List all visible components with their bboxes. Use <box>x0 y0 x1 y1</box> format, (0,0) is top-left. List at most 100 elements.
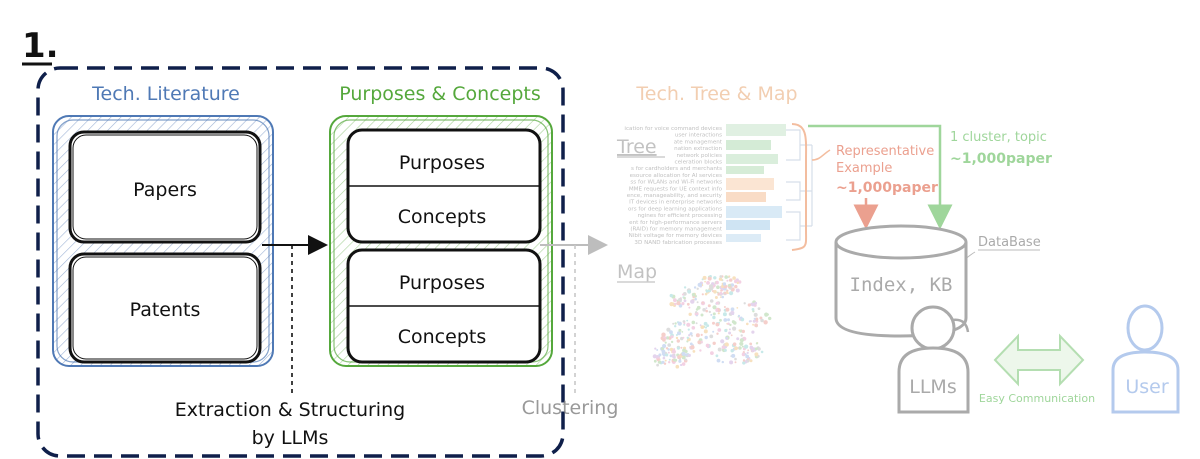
map-dot <box>654 347 657 350</box>
map-dot <box>663 362 667 365</box>
map-dot <box>753 317 756 320</box>
tree-line: Nibit voltage for memory devices <box>629 233 722 239</box>
map-dot <box>715 322 720 327</box>
map-dot <box>754 323 758 328</box>
map-dot <box>729 291 734 296</box>
map-dot <box>713 276 717 280</box>
stage-one-frame <box>36 66 565 458</box>
map-dot <box>719 275 723 278</box>
cluster-map <box>652 275 772 369</box>
map-dot <box>717 292 720 295</box>
map-dot <box>704 280 706 283</box>
communication-label: Easy Communication <box>979 392 1095 405</box>
map-dot <box>696 287 699 290</box>
map-dot <box>710 351 714 355</box>
map-dot <box>690 299 695 304</box>
map-dot <box>712 305 717 310</box>
concepts-label: Concepts <box>398 326 486 348</box>
map-dot <box>681 293 684 296</box>
map-dot <box>734 284 738 289</box>
map-dot <box>715 354 719 358</box>
map-dot <box>749 342 753 346</box>
map-dot <box>669 302 674 307</box>
map-dot <box>705 289 709 293</box>
map-dot <box>656 355 659 358</box>
map-dot <box>751 330 755 334</box>
map-dot <box>657 360 662 364</box>
map-dot <box>712 315 716 320</box>
map-dot <box>664 341 667 344</box>
concepts-label: Concepts <box>398 206 486 228</box>
tree-line: ngines for efficient processing <box>638 213 723 219</box>
tree-line: user interactions <box>675 133 722 139</box>
map-dot <box>701 301 704 304</box>
map-dot <box>667 351 670 354</box>
map-dot <box>722 312 727 317</box>
step-number: 1. <box>22 26 59 66</box>
map-dot <box>723 306 726 308</box>
map-dot <box>719 296 722 298</box>
map-dot <box>717 312 720 315</box>
map-dot <box>720 285 724 288</box>
map-dot <box>670 340 674 344</box>
map-dot <box>662 338 666 342</box>
map-dot <box>678 328 682 332</box>
map-dot <box>699 349 702 352</box>
map-dot <box>658 353 662 357</box>
map-dot <box>678 359 682 363</box>
map-dot <box>702 275 707 280</box>
map-dot <box>669 330 673 335</box>
map-dot <box>704 292 708 296</box>
map-dot <box>751 349 754 353</box>
map-dot <box>697 282 702 287</box>
purposes-label: Purposes <box>399 152 485 174</box>
map-dot <box>741 329 745 334</box>
map-dot <box>744 353 747 356</box>
map-dot <box>731 353 736 358</box>
representative-line1: Representative <box>836 144 934 159</box>
map-dot <box>727 322 730 326</box>
map-dot <box>742 361 746 365</box>
map-dot <box>695 322 698 325</box>
map-dot <box>726 289 729 292</box>
map-dot <box>725 307 730 312</box>
tree-line: ss for WLANs and Wi-Fi networks <box>630 180 722 186</box>
map-dot <box>676 301 681 306</box>
map-dot <box>683 286 687 289</box>
map-dot <box>682 292 687 296</box>
map-dot <box>734 357 737 361</box>
map-dot <box>656 363 659 367</box>
map-dot <box>717 328 722 332</box>
map-dot <box>691 334 693 337</box>
map-dot <box>749 345 754 350</box>
map-dot <box>674 302 677 306</box>
map-dot <box>681 331 684 333</box>
map-dot <box>705 309 708 313</box>
map-dot <box>730 310 735 315</box>
tech-literature-title: Tech. Literature <box>91 83 240 105</box>
map-dot <box>757 347 761 351</box>
map-dot <box>668 361 671 364</box>
llms-person-icon: LLMs <box>897 305 970 414</box>
tree-label: Tree <box>616 136 657 158</box>
patent-box: Patents <box>68 252 262 364</box>
map-dot <box>696 314 698 317</box>
map-dot <box>700 325 705 329</box>
map-dot <box>737 314 741 317</box>
map-dot <box>763 320 768 325</box>
user-person-icon: User <box>1111 304 1180 414</box>
map-dot <box>683 299 687 303</box>
purposes-label: Purposes <box>399 272 485 294</box>
map-dot <box>686 302 690 306</box>
map-dot <box>740 334 743 337</box>
map-dot <box>705 343 710 348</box>
map-dot <box>720 339 725 344</box>
map-dot <box>700 313 704 317</box>
map-dot <box>742 359 746 362</box>
map-dot <box>674 325 677 328</box>
map-dot <box>691 326 696 330</box>
map-dot <box>691 320 696 325</box>
map-dot <box>677 331 681 336</box>
papers-label: Papers <box>133 179 197 201</box>
